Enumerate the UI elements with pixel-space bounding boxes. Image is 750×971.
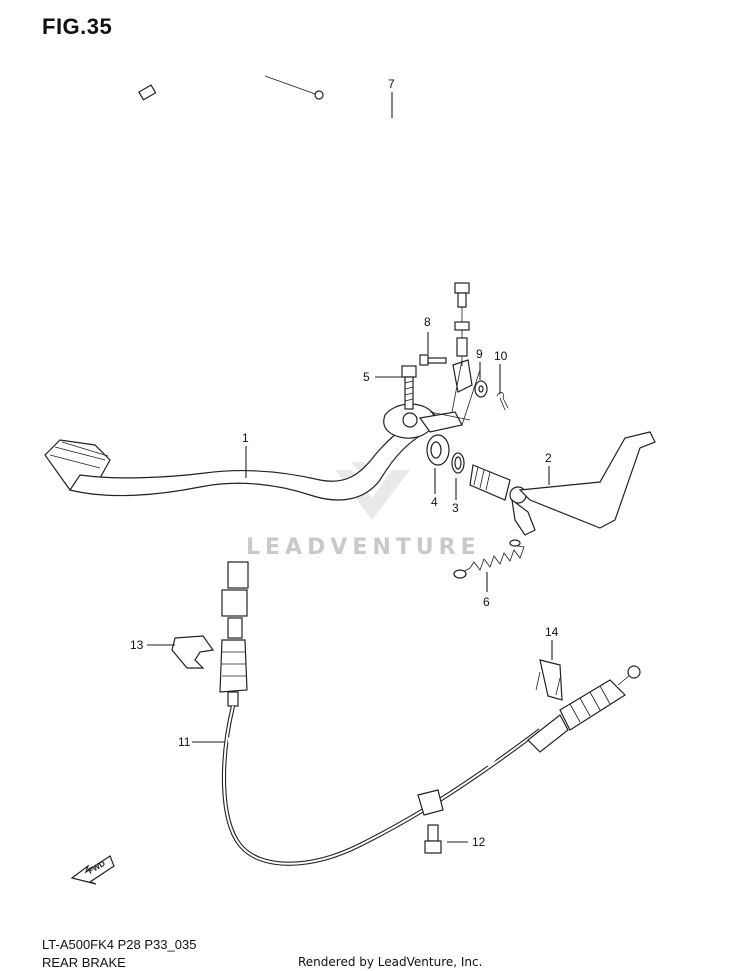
part-3-o-ring[interactable]	[451, 452, 465, 474]
part-13-cable-clip[interactable]	[171, 635, 215, 669]
part-7-brake-cable-upper[interactable]	[94, 71, 470, 357]
part-14-cable-clip[interactable]	[535, 659, 563, 701]
part-4-bushing[interactable]	[426, 434, 450, 466]
callout-leaders	[147, 92, 553, 843]
part-9-washer[interactable]	[474, 380, 488, 398]
callout-9[interactable]: 9	[476, 347, 483, 361]
callout-1[interactable]: 1	[242, 431, 249, 445]
rendered-by: Rendered by LeadVenture, Inc.	[298, 955, 483, 969]
cable-clamp[interactable]	[417, 789, 444, 816]
part-11-brake-cable-lower[interactable]	[219, 561, 641, 866]
callout-13[interactable]: 13	[130, 638, 144, 652]
part-12-bolt[interactable]	[424, 824, 442, 854]
callout-4[interactable]: 4	[431, 495, 438, 509]
figure-title: FIG.35	[42, 14, 113, 39]
part-10-cotter-pin[interactable]	[496, 392, 509, 411]
part-1-brake-pedal[interactable]	[44, 403, 463, 501]
callout-labels: 7 1 2 3 4 5 6 8 9 10 11 12 13 14	[130, 77, 559, 849]
callout-7[interactable]: 7	[388, 77, 395, 91]
callout-10[interactable]: 10	[494, 349, 508, 363]
part-2-brake-shaft[interactable]	[469, 431, 656, 536]
part-6-return-spring[interactable]	[453, 539, 525, 579]
callout-5[interactable]: 5	[363, 370, 370, 384]
callout-8[interactable]: 8	[424, 315, 431, 329]
part-8-clevis-pin[interactable]	[419, 354, 447, 366]
watermark-text: LEADVENTURE	[246, 535, 481, 560]
model-code: LT-A500FK4 P28 P33_035	[42, 937, 197, 952]
callout-3[interactable]: 3	[452, 501, 459, 515]
group-name: REAR BRAKE	[42, 955, 126, 970]
fwd-direction-arrow-icon: FWD	[70, 855, 115, 885]
callout-6[interactable]: 6	[483, 595, 490, 609]
cable-clevis[interactable]	[452, 356, 473, 393]
callout-11[interactable]: 11	[178, 735, 191, 749]
callout-2[interactable]: 2	[545, 451, 552, 465]
part-5-bolt[interactable]	[401, 365, 417, 410]
callout-14[interactable]: 14	[545, 625, 559, 639]
callout-12[interactable]: 12	[472, 835, 486, 849]
